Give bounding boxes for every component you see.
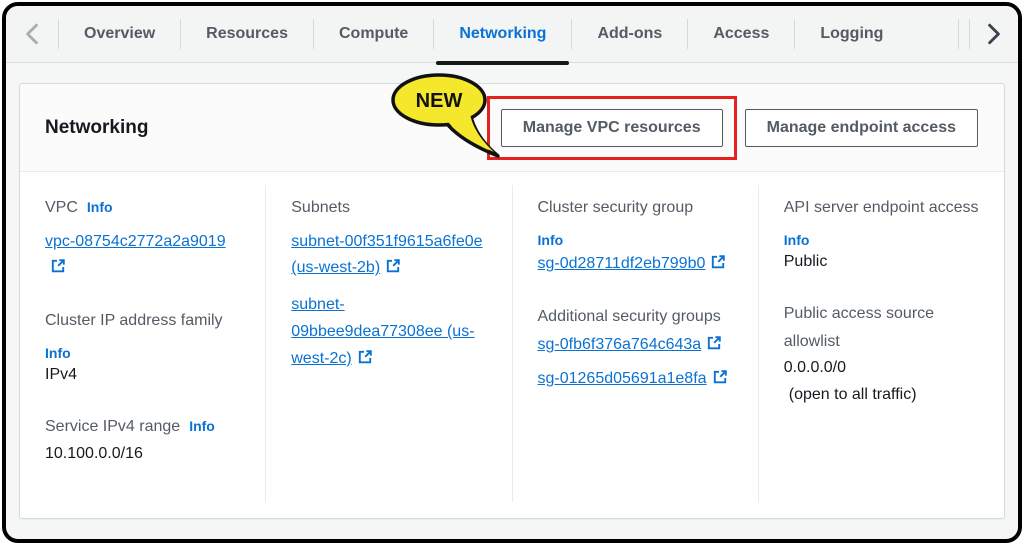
tab-separator (969, 19, 970, 49)
allowlist-label: Public access source allowlist (783, 305, 935, 350)
networking-panel-header: Networking NEW Manage VPC resources Mana… (20, 72, 1004, 172)
tab-separator (571, 19, 573, 49)
security-group-link-text: sg-0d28711df2eb799b0 (537, 254, 706, 272)
chevron-left-icon (26, 23, 38, 45)
subnet-link-text: subnet-09bbee9dea77308ee (us-west-2c) (291, 296, 475, 368)
subnet-link[interactable]: subnet-00f351f9615a6fe0e (us-west-2b) (291, 229, 491, 283)
vpc-link[interactable]: vpc-08754c2772a2a9019 (45, 229, 245, 283)
security-group-link[interactable]: sg-0d28711df2eb799b0 (538, 251, 738, 278)
external-link-icon (708, 336, 721, 350)
cluster-ip-family-label: Cluster IP address family (45, 312, 223, 330)
chevron-right-icon (988, 23, 1000, 45)
tab-separator (687, 19, 689, 49)
api-endpoint-value: Public (783, 252, 828, 270)
tab-access[interactable]: Access (713, 25, 770, 42)
tabs-scroll-left-button[interactable] (6, 6, 58, 62)
security-group-link-text: sg-01265d05691a1e8fa (537, 369, 707, 387)
tab-logging[interactable]: Logging (820, 25, 884, 42)
page-title: Networking (45, 116, 149, 138)
tabbar-spacer (908, 6, 958, 62)
field-vpc: VPC Info vpc-08754c2772a2a9019 (45, 194, 245, 282)
security-group-link[interactable]: sg-0fb6f376a764c643a (538, 332, 738, 359)
tab-separator (958, 19, 959, 49)
tab-add-ons[interactable]: Add-ons (597, 25, 663, 42)
external-link-icon (358, 350, 372, 364)
new-callout-bubble: NEW (391, 72, 500, 158)
field-additional-security-groups: Additional security groups sg-0fb6f376a7… (538, 303, 738, 393)
networking-details: VPC Info vpc-08754c2772a2a9019 Cluster IP… (20, 172, 1004, 518)
service-ipv4-range-value: 10.100.0.0/16 (45, 444, 143, 462)
field-public-access-allowlist: Public access source allowlist 0.0.0.0/0… (784, 300, 984, 408)
cluster-ip-family-value: IPv4 (45, 365, 78, 383)
external-link-icon (713, 370, 727, 384)
allowlist-cidr-value: 0.0.0.0/0 (783, 359, 847, 377)
allowlist-note: (open to all traffic) (788, 385, 917, 403)
column-vpc: VPC Info vpc-08754c2772a2a9019 Cluster IP… (20, 185, 265, 502)
tab-overview[interactable]: Overview (84, 25, 156, 42)
cluster-sg-label: Cluster security group (537, 199, 694, 216)
field-cluster-security-group: Cluster security group Info sg-0d28711df… (538, 194, 738, 278)
tab-separator (312, 19, 314, 49)
column-security-groups: Cluster security group Info sg-0d28711df… (511, 185, 758, 502)
field-api-endpoint-access: API server endpoint access Info Public (784, 194, 984, 275)
new-feature-highlight-box: NEW Manage VPC resources (391, 72, 737, 160)
security-group-link[interactable]: sg-01265d05691a1e8fa (538, 366, 738, 393)
tab-separator (433, 19, 435, 49)
additional-sg-label: Additional security groups (537, 307, 721, 325)
tab-separator (180, 19, 182, 49)
cluster-ip-family-info-link[interactable]: Info (45, 344, 71, 361)
external-link-icon (51, 259, 65, 273)
vpc-info-link[interactable]: Info (86, 199, 113, 215)
security-group-link-text: sg-0fb6f376a764c643a (537, 336, 702, 354)
field-cluster-ip-family: Cluster IP address family Info IPv4 (45, 307, 245, 388)
column-api-endpoint: API server endpoint access Info Public P… (757, 185, 1004, 502)
tab-networking[interactable]: Networking (434, 6, 571, 65)
vpc-link-text: vpc-08754c2772a2a9019 (45, 232, 226, 250)
tab-separator (794, 19, 796, 49)
service-ipv4-range-label: Service IPv4 range (45, 418, 181, 436)
field-service-ipv4-range: Service IPv4 range Info 10.100.0.0/16 (45, 413, 245, 467)
tab-compute[interactable]: Compute (338, 25, 409, 42)
external-link-icon (712, 254, 726, 268)
column-subnets: Subnets subnet-00f351f9615a6fe0e (us-wes… (265, 185, 511, 502)
api-endpoint-info-link[interactable]: Info (783, 231, 810, 248)
tab-separator (58, 19, 59, 49)
manage-endpoint-access-button[interactable]: Manage endpoint access (744, 108, 978, 147)
tabs-scroll-right-button[interactable] (970, 6, 1018, 62)
external-link-icon (387, 259, 400, 273)
vpc-label: VPC (45, 199, 78, 216)
field-subnets: Subnets subnet-00f351f9615a6fe0e (us-wes… (291, 194, 491, 373)
panel-actions: NEW Manage VPC resources Manage endpoint… (391, 72, 978, 160)
service-ipv4-range-info-link[interactable]: Info (189, 418, 215, 435)
subnet-link[interactable]: subnet-09bbee9dea77308ee (us-west-2c) (291, 292, 491, 373)
subnet-link-text: subnet-00f351f9615a6fe0e (us-west-2b) (291, 232, 483, 277)
cluster-sg-info-link[interactable]: Info (537, 231, 564, 248)
api-endpoint-label: API server endpoint access (783, 199, 979, 216)
new-callout-label: NEW (415, 90, 462, 112)
cluster-tabs: Overview Resources Compute Networking Ad… (6, 6, 1018, 65)
tabbar-gap (959, 6, 969, 62)
tab-resources[interactable]: Resources (206, 25, 288, 42)
manage-vpc-resources-button[interactable]: Manage VPC resources (500, 108, 723, 147)
networking-panel: Networking NEW Manage VPC resources Mana… (19, 72, 1005, 519)
subnets-label: Subnets (291, 199, 350, 216)
